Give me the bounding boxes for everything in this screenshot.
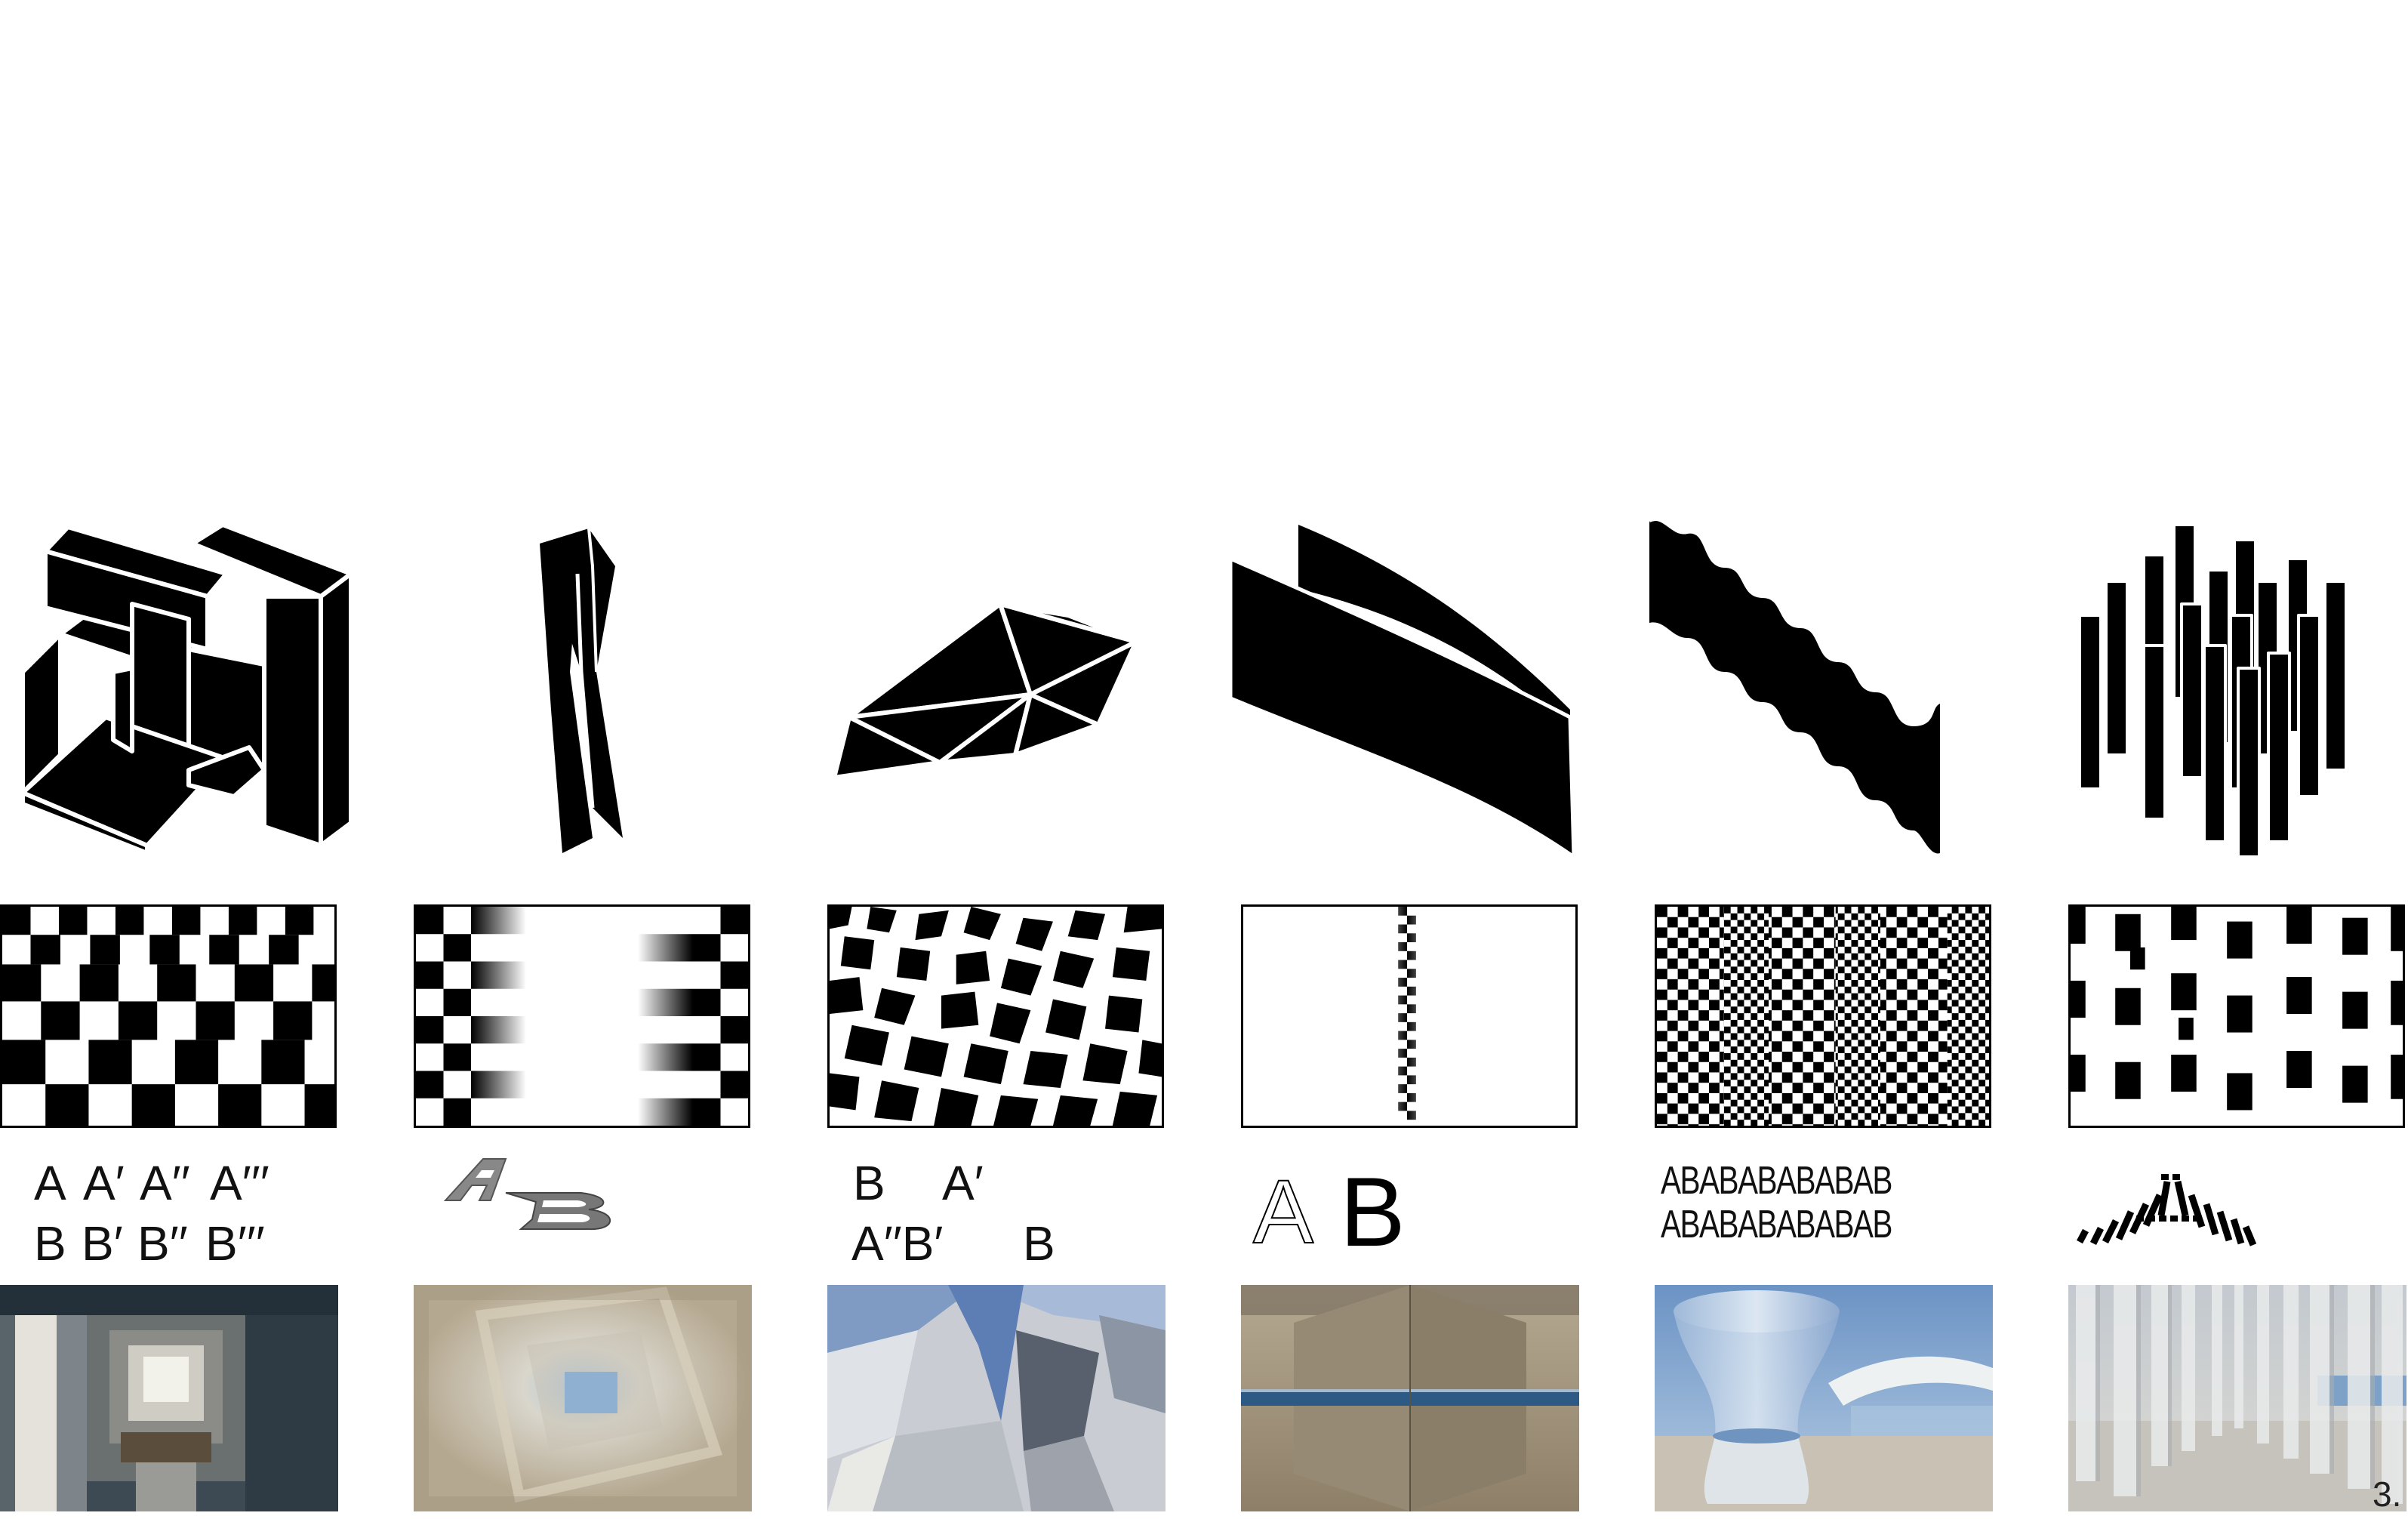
label-a2-b1: A′′B′ xyxy=(851,1216,944,1271)
shape-interlocking-blocks xyxy=(20,522,353,853)
shape-triangulated-surface xyxy=(832,602,1138,778)
label-b-bottom: B xyxy=(1023,1216,1055,1271)
label-a-triple-prime: A′′′ xyxy=(210,1156,269,1210)
page-number: 3. xyxy=(2373,1474,2402,1514)
label-a-double-prime: A′′ xyxy=(140,1156,190,1210)
label-b-top: B xyxy=(853,1156,885,1210)
triangle-hatch-logo xyxy=(2077,1174,2257,1246)
shape-column-field xyxy=(2078,523,2348,858)
label-b-double-prime: B′′ xyxy=(137,1216,188,1271)
label-abab-row1: ABABABABABAB xyxy=(1661,1159,1892,1203)
shape-twisted-column xyxy=(540,528,623,853)
render-mirror-corridor xyxy=(1241,1285,1579,1511)
label-b-prime: B′ xyxy=(82,1216,123,1271)
render-glass-pavilion xyxy=(1655,1285,1993,1511)
label-abab-row2: ABABABABABAB xyxy=(1661,1203,1892,1246)
pattern-distorted-checkerboard xyxy=(0,904,337,1128)
label-b: B xyxy=(34,1216,66,1271)
pattern-staggered-blocks xyxy=(2068,904,2405,1128)
label-a: A xyxy=(34,1156,66,1210)
label-a-prime-top: A′ xyxy=(942,1156,984,1210)
ab-perspective-logo xyxy=(443,1158,611,1231)
pattern-single-fading-strip xyxy=(1241,904,1578,1128)
render-faceted-sky-interior xyxy=(827,1285,1166,1511)
render-tilted-box-interior xyxy=(414,1285,752,1511)
shape-curved-wall-pair xyxy=(1228,525,1576,857)
shape-undulating-wall xyxy=(1649,518,1941,854)
pattern-fine-checkerboard xyxy=(1655,904,1991,1128)
pattern-warped-checkerboard xyxy=(827,904,1164,1128)
pattern-checker-with-fading-center xyxy=(414,904,750,1128)
label-a-prime: A′ xyxy=(83,1156,125,1210)
render-stacked-box-interior xyxy=(0,1285,338,1511)
label-b-solid: B xyxy=(1340,1157,1406,1267)
render-column-forest xyxy=(2068,1285,2406,1511)
label-a-outline: A xyxy=(1252,1161,1314,1262)
label-b-triple-prime: B′′′ xyxy=(205,1216,265,1271)
